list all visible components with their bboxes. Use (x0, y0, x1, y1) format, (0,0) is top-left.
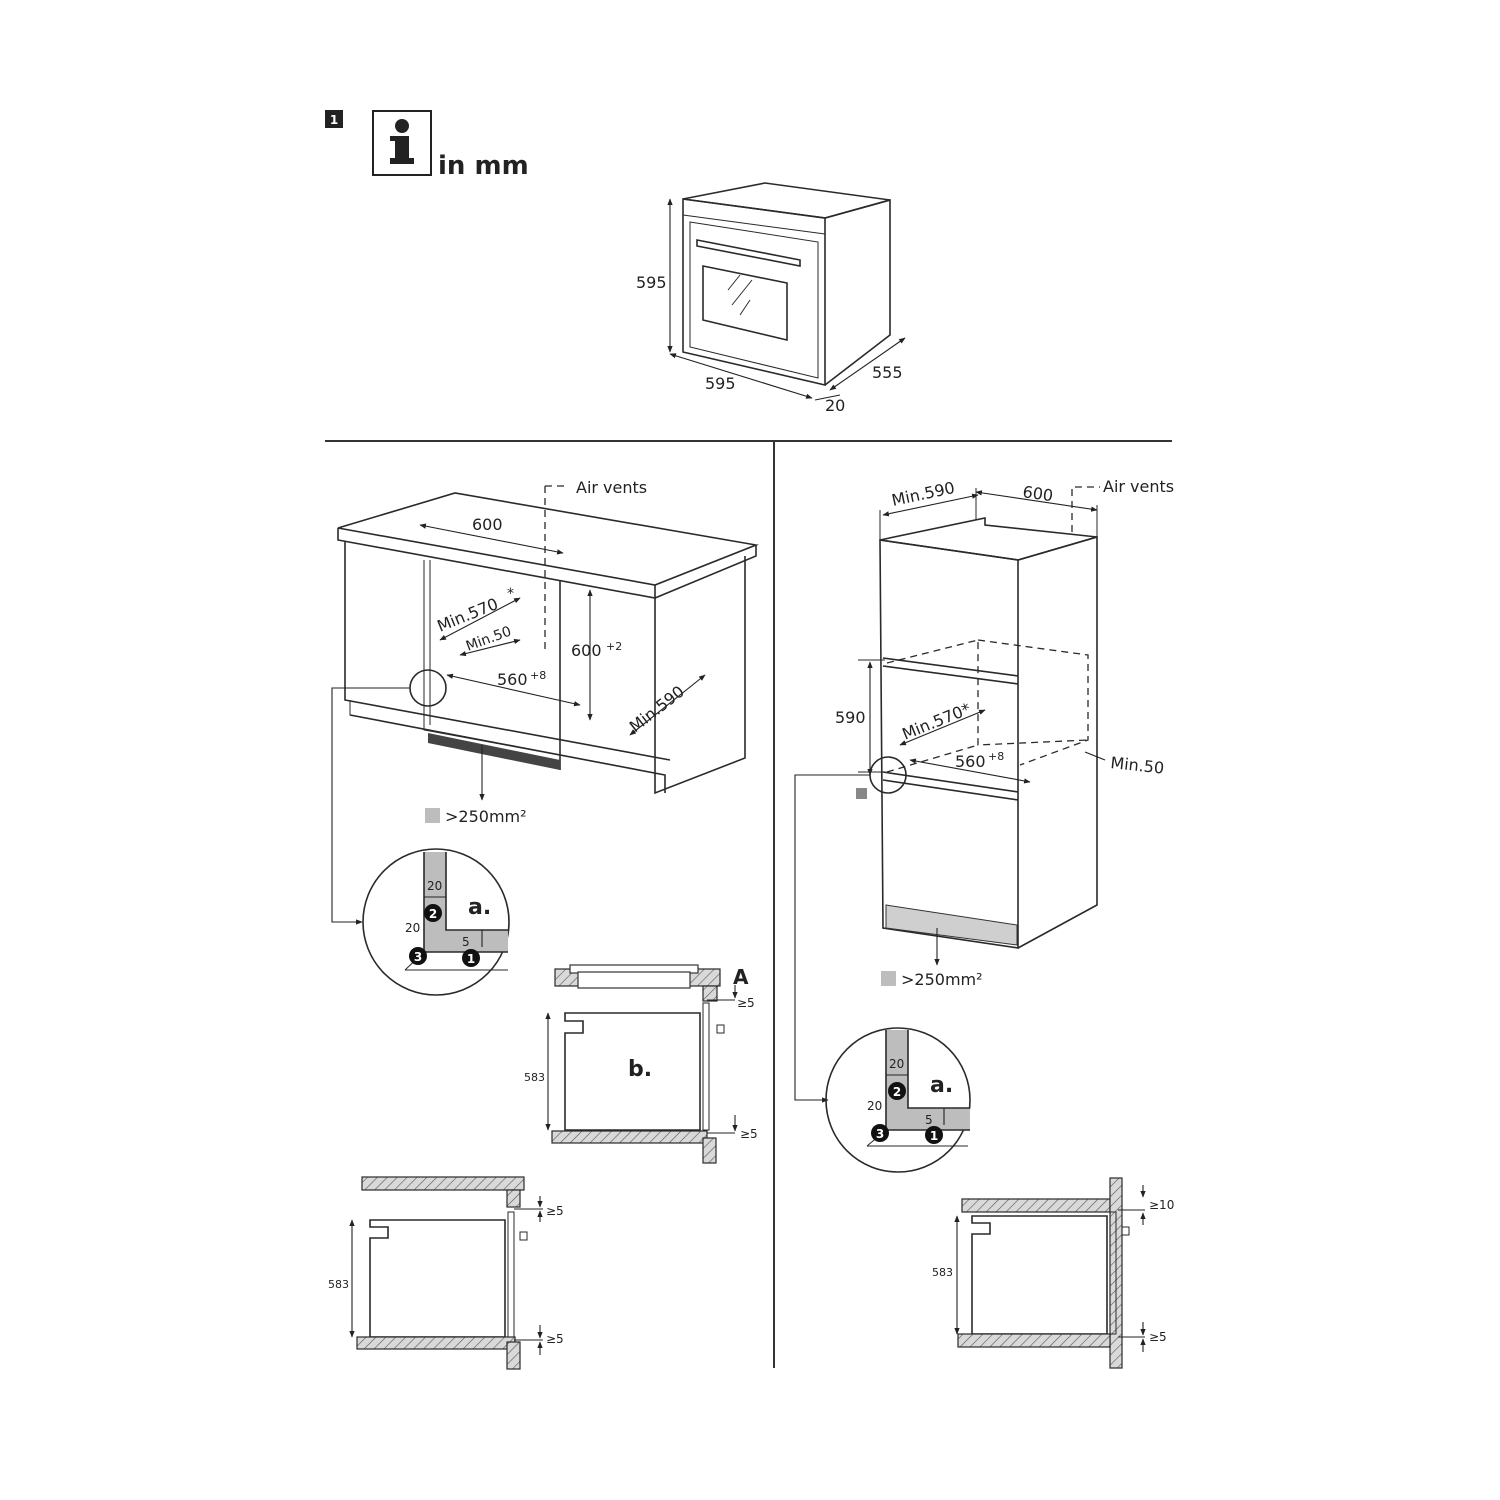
under-counter-drawing: Air vents 600 Min.570 * Min.50 600 +2 56… (331, 478, 759, 925)
det-a-5: 5 (462, 935, 470, 949)
detail-a-right: a. 20 20 5 1 2 3 (825, 1027, 971, 1173)
tall-unit-drawing: Min.590 600 Air vents 590 Min.570* 560 +… (794, 477, 1174, 1103)
tu-vent-area: >250mm² (901, 970, 983, 989)
det-b-label: b. (628, 1057, 652, 1082)
uc-air-vents: Air vents (576, 478, 647, 497)
det-b-letter-a: A (733, 965, 749, 989)
det-b-gap-bottom: ≥5 (740, 1127, 758, 1141)
oven-depth: 555 (872, 363, 903, 382)
uc-inner-tol: +8 (530, 669, 546, 682)
badge-3 (409, 947, 427, 965)
oven-drawing: 595 595 555 20 (636, 182, 906, 415)
tu-min-590: Min.590 (890, 478, 957, 510)
det-b-height: 583 (524, 1071, 545, 1084)
badge-2-text: 2 (429, 907, 437, 921)
uc-height: 600 (571, 641, 602, 660)
uc-vent-swatch (425, 808, 440, 823)
sbr-gap-top: ≥10 (1149, 1198, 1174, 1212)
badge-2 (424, 904, 442, 922)
oven-width: 595 (705, 374, 736, 393)
badge-1 (462, 949, 480, 967)
tu-min-570: Min.570* (899, 699, 973, 744)
uc-height-tol: +2 (606, 640, 622, 653)
badge-3-text: 3 (414, 950, 422, 964)
oven-height: 595 (636, 273, 667, 292)
section-bottom-right: 583 ≥10 ≥5 (932, 1177, 1174, 1369)
sbr-gap-bottom: ≥5 (1149, 1330, 1167, 1344)
uc-min-590: Min.590 (626, 682, 688, 736)
tu-inner-width: 560 (955, 752, 986, 771)
badge2-1-text: 1 (930, 1129, 938, 1143)
uc-vent-area: >250mm² (445, 807, 527, 826)
detail-a-left: a. 20 20 5 1 2 3 (362, 848, 510, 996)
det-a-20-side: 20 (405, 921, 420, 935)
oven-front-depth: 20 (825, 396, 845, 415)
badge2-3 (871, 1124, 889, 1142)
sbr-height: 583 (932, 1266, 953, 1279)
step-number: 1 (330, 113, 338, 127)
det-a2-label: a. (930, 1073, 953, 1098)
badge2-1 (925, 1126, 943, 1144)
tu-vent-swatch (881, 971, 896, 986)
sbl-gap-top: ≥5 (546, 1204, 564, 1218)
det-a-20-top: 20 (427, 879, 442, 893)
detail-b: b. A 583 ≥5 ≥5 (524, 964, 758, 1164)
sbl-gap-bottom: ≥5 (546, 1332, 564, 1346)
det-a2-20-top: 20 (889, 1057, 904, 1071)
uc-star: * (507, 586, 514, 602)
tu-width: 600 (1021, 482, 1054, 505)
tu-inner-tol: +8 (988, 750, 1004, 763)
det-b-gap-top: ≥5 (737, 996, 755, 1010)
uc-width: 600 (472, 515, 503, 534)
tu-min-50: Min.50 (1110, 753, 1166, 778)
tu-marker (856, 788, 867, 799)
header: 1 in mm (325, 110, 529, 181)
badge2-2 (888, 1082, 906, 1100)
unit-label: in mm (438, 151, 529, 181)
badge-1-text: 1 (467, 952, 475, 966)
sbl-height: 583 (328, 1278, 349, 1291)
info-icon (372, 110, 432, 176)
det-a2-20-side: 20 (867, 1099, 882, 1113)
det-a-label: a. (468, 895, 491, 920)
badge2-2-text: 2 (893, 1085, 901, 1099)
tu-air-vents: Air vents (1103, 477, 1174, 496)
step-number-box (325, 110, 343, 128)
badge2-3-text: 3 (876, 1127, 884, 1141)
uc-inner-width: 560 (497, 670, 528, 689)
section-bottom-left: 583 ≥5 ≥5 (328, 1176, 564, 1370)
uc-min-50: Min.50 (464, 624, 514, 655)
tu-height: 590 (835, 708, 866, 727)
det-a2-5: 5 (925, 1113, 933, 1127)
